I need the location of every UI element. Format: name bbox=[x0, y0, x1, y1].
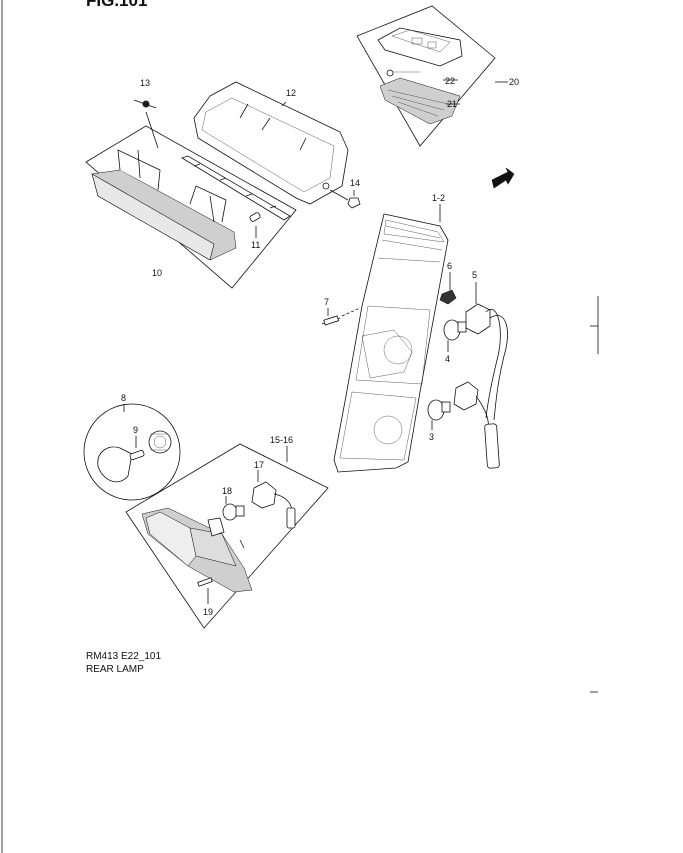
callout-3: 3 bbox=[429, 432, 434, 442]
callout-4: 4 bbox=[445, 354, 450, 364]
callout-14: 14 bbox=[350, 178, 360, 188]
callout-15-16: 15-16 bbox=[270, 435, 293, 445]
high-mount-stop-lamp-10 bbox=[91, 149, 237, 261]
callout-20: 20 bbox=[509, 77, 519, 87]
fwd-arrow-icon bbox=[491, 167, 515, 189]
screw-7 bbox=[321, 307, 361, 326]
callout-9: 9 bbox=[133, 425, 138, 435]
callout-6: 6 bbox=[447, 261, 452, 271]
figure-title: FIG.101 bbox=[86, 0, 148, 10]
callout-12: 12 bbox=[286, 88, 296, 98]
reflector-lamp-15-16 bbox=[141, 507, 253, 593]
callout-19: 19 bbox=[203, 607, 213, 617]
lens-21 bbox=[379, 77, 461, 125]
lamp-housing-22 bbox=[377, 27, 463, 77]
callout-10: 10 bbox=[152, 268, 162, 278]
bulb-4 bbox=[443, 319, 467, 341]
part-group-20-box bbox=[356, 5, 508, 147]
socket-wiring-5 bbox=[453, 303, 508, 469]
bulb-18 bbox=[222, 503, 245, 521]
callout-5: 5 bbox=[472, 270, 477, 280]
callout-8: 8 bbox=[121, 393, 126, 403]
part-group-10-box bbox=[85, 125, 297, 289]
callout-22: 22 bbox=[445, 76, 455, 86]
socket-17 bbox=[251, 481, 296, 529]
callout-18: 18 bbox=[222, 486, 232, 496]
callout-13: 13 bbox=[140, 78, 150, 88]
bulb-9 bbox=[129, 449, 145, 461]
screw-19 bbox=[197, 577, 213, 587]
screw-6 bbox=[439, 289, 457, 305]
part-group-15-16-box bbox=[125, 443, 329, 629]
screw-14 bbox=[347, 190, 361, 209]
callout-1-2: 1-2 bbox=[432, 193, 445, 203]
bulb-3 bbox=[427, 399, 451, 421]
diagram-title: REAR LAMP bbox=[86, 664, 144, 675]
high-mount-lamp-housing-12 bbox=[193, 81, 349, 205]
diagram-code: RM413 E22_101 bbox=[86, 651, 162, 662]
callout-17: 17 bbox=[254, 460, 264, 470]
callout-11: 11 bbox=[251, 240, 260, 250]
callout-21: 21 bbox=[447, 99, 457, 109]
bulb-11 bbox=[249, 212, 261, 222]
callout-7: 7 bbox=[324, 297, 329, 307]
lamp-strip-bracket bbox=[181, 155, 291, 221]
screw-13 bbox=[133, 99, 157, 109]
rear-combination-lamp-1-2 bbox=[333, 213, 449, 473]
socket-8 bbox=[148, 430, 172, 454]
license-lamp-cover bbox=[97, 446, 133, 483]
part-group-8-circle bbox=[83, 403, 181, 501]
